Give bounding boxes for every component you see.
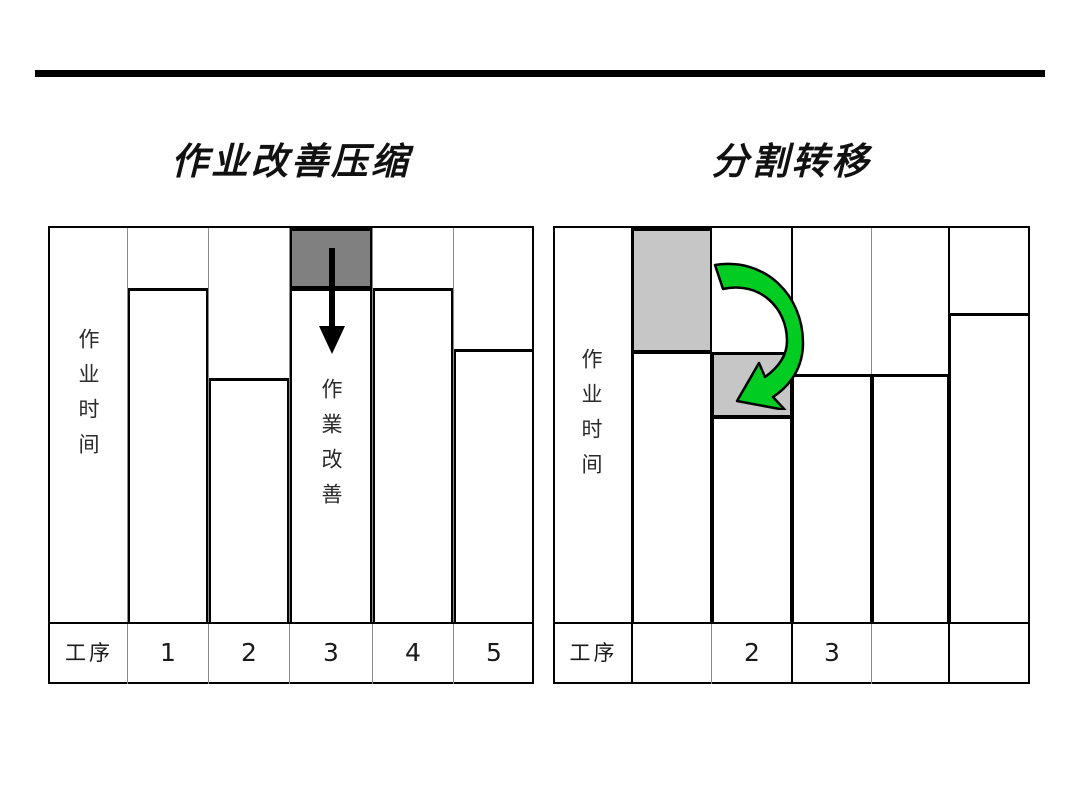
- y-axis-label-left: 作业时间: [76, 328, 100, 468]
- axis-cell-2: 2: [744, 637, 760, 667]
- axis-cell-1: 1: [160, 637, 176, 667]
- column-separator: [372, 228, 373, 684]
- axis-cell-e: [949, 622, 1030, 682]
- axis-cell-a: [632, 622, 712, 682]
- bar-category-a: [632, 351, 712, 622]
- axis-row-divider: [50, 622, 532, 624]
- axis-cell-5: 5: [486, 637, 502, 667]
- column-separator: [289, 228, 290, 684]
- chart-left: 作业时间 作業改善 工序 1 2 3 4 5: [48, 226, 534, 684]
- bar-category-1: [128, 288, 208, 622]
- y-axis-label-right: 作业时间: [579, 348, 603, 488]
- curved-transfer-arrow-icon: [713, 262, 805, 410]
- axis-row-label-right: 工序: [569, 641, 618, 665]
- bar-category-d: [872, 374, 949, 622]
- inner-label-work-improvement: 作業改善: [319, 378, 343, 518]
- bar-category-e: [949, 313, 1030, 622]
- column-separator: [208, 228, 209, 684]
- bar-category-2: [209, 378, 289, 622]
- bar-category-4: [373, 288, 453, 622]
- bar-category-2: [712, 416, 792, 622]
- panel-right-title: 分割转移: [711, 140, 872, 183]
- axis-row-divider: [555, 622, 1028, 624]
- column-separator: [453, 228, 454, 684]
- axis-cell-3: 3: [323, 637, 339, 667]
- arrow-down-icon: [319, 248, 345, 354]
- header-divider-rule: [35, 70, 1045, 77]
- axis-cell-2: 2: [241, 637, 257, 667]
- axis-cell-d: [872, 622, 949, 682]
- column-separator: [127, 228, 128, 684]
- axis-cell-3: 3: [824, 637, 840, 667]
- chart-right: 作业时间 工序 2 3: [553, 226, 1030, 684]
- bar-category-3: [792, 374, 872, 622]
- bar-category-5: [454, 349, 534, 622]
- axis-row-label-left: 工序: [65, 641, 113, 665]
- axis-cell-4: 4: [405, 637, 421, 667]
- panel-left-title: 作业改善压缩: [171, 140, 411, 183]
- bar-category-a-split-block: [632, 228, 712, 352]
